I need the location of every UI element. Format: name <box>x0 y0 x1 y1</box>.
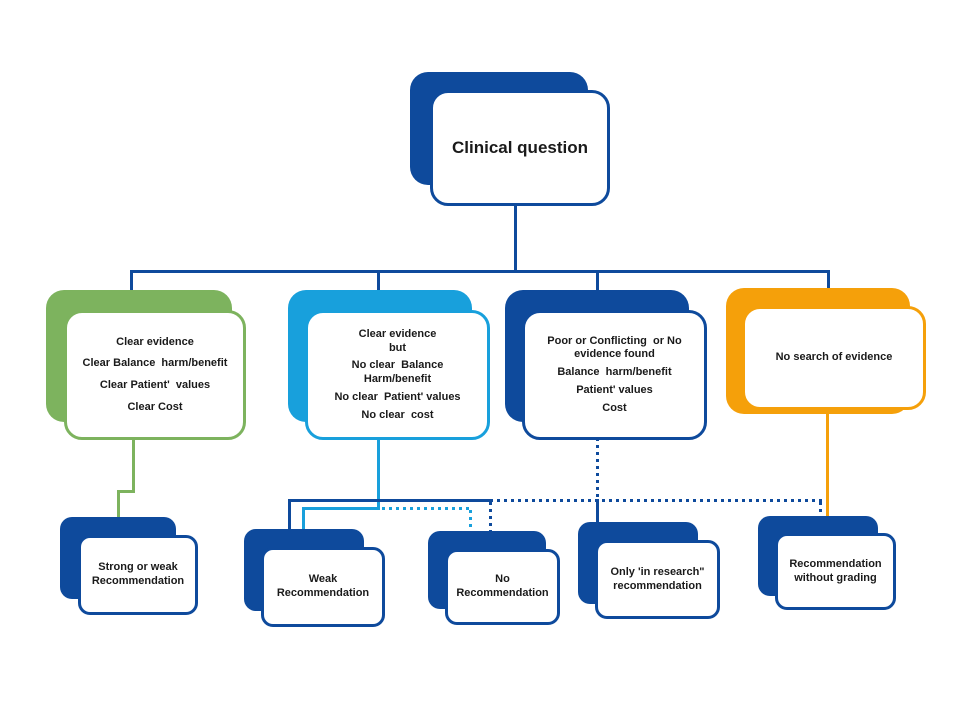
connector-dark-dotted-v-grading <box>819 502 822 519</box>
connector-drop-orange <box>827 270 830 290</box>
connector-lightblue-v2 <box>302 507 305 532</box>
branch-paragraph: Clear evidence <box>116 335 194 348</box>
connector-lightblue-dotted-v <box>469 510 472 538</box>
connector-dark-dotted-v-no-rec <box>489 502 492 533</box>
branch-paragraph: Poor or Conflicting or No evidence found <box>547 334 682 361</box>
branch-paragraph: No search of evidence <box>775 351 893 364</box>
outcome-label: Weak Recommendation <box>276 573 370 599</box>
outcome-label: No Recommendation <box>456 573 549 599</box>
node-front: Only 'in research" recommendation <box>595 540 720 619</box>
connector-trunk <box>514 204 517 272</box>
connector-green-v2 <box>117 490 120 520</box>
branch-paragraph: Clear Patient' values <box>99 379 211 391</box>
connector-dark-v-research <box>596 499 599 525</box>
branch-paragraph: Patient' values <box>576 383 653 396</box>
branch-paragraph: Balance harm/benefit <box>557 366 672 379</box>
connector-drop-lightblue <box>377 270 380 292</box>
node-front: Weak Recommendation <box>261 547 385 627</box>
branch-paragraph: Clear Cost <box>127 400 183 413</box>
connector-orange-v <box>826 408 829 518</box>
connector-drop-darkblue <box>596 270 599 292</box>
branch-paragraph: Clear evidence but <box>358 327 437 354</box>
connector-dark-dotted-h <box>490 499 822 502</box>
connector-dark-v-weak <box>288 499 291 531</box>
connector-lightblue-v1 <box>377 440 380 510</box>
connector-drop-green <box>130 270 133 292</box>
connector-lightblue-dotted-h <box>382 507 472 510</box>
connector-green-v1 <box>132 440 135 492</box>
outcome-label: Only 'in research" recommendation <box>610 565 705 592</box>
connector-lightblue-h <box>302 507 380 510</box>
connector-top-bar <box>130 270 830 273</box>
outcome-label: Recommendation without grading <box>789 557 882 584</box>
connector-dark-dotted-v1 <box>596 438 599 500</box>
node-front: Clear evidence but No clear Balance Harm… <box>305 310 490 440</box>
node-front: No Recommendation <box>445 549 560 625</box>
node-front: Clear evidence Clear Balance harm/benefi… <box>64 310 246 440</box>
connector-dark-solid-h <box>288 499 490 502</box>
branch-paragraph: Clear Balance harm/benefit <box>82 357 228 370</box>
node-front: No search of evidence <box>742 306 926 410</box>
branch-paragraph: No clear cost <box>361 408 434 421</box>
node-front: Poor or Conflicting or No evidence found… <box>522 310 707 440</box>
branch-paragraph: Cost <box>602 401 627 414</box>
branch-paragraph: No clear Patient' values <box>334 390 461 403</box>
outcome-label: Strong or weak Recommendation <box>91 561 185 587</box>
connector-green-h <box>117 490 135 493</box>
node-front: Strong or weak Recommendation <box>78 535 198 615</box>
branch-paragraph: No clear Balance Harm/benefit <box>351 359 444 385</box>
node-front: Clinical question <box>430 90 610 206</box>
clinical-question-label: Clinical question <box>451 138 589 157</box>
node-front: Recommendation without grading <box>775 533 896 610</box>
